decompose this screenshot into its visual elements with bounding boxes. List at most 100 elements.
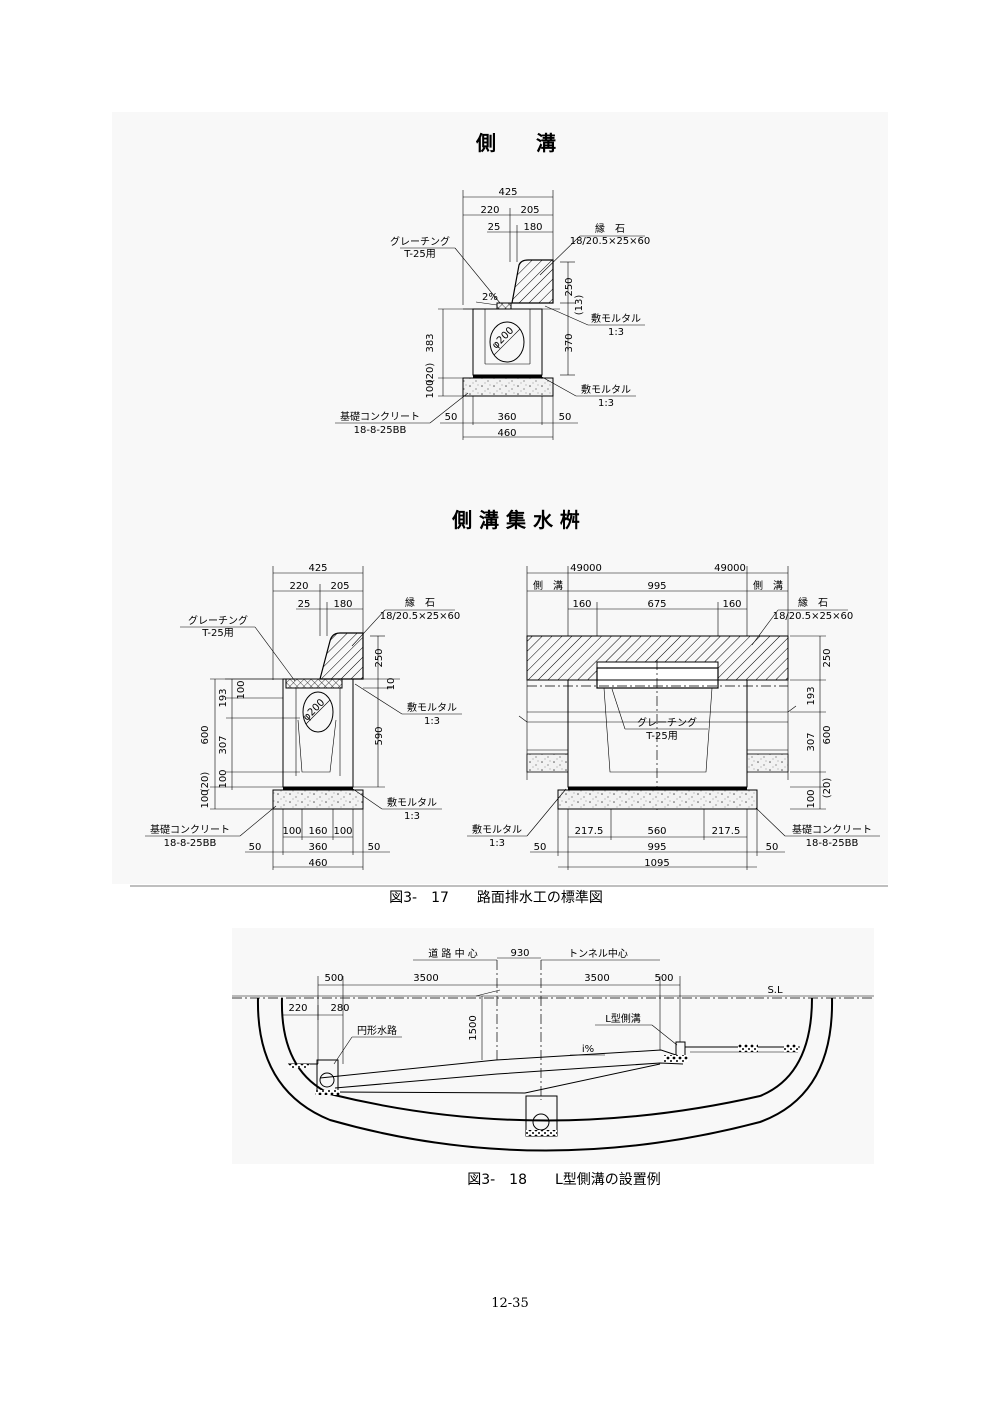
dim-180: 180 bbox=[523, 222, 542, 233]
label2-base: 基礎コンクリート bbox=[150, 823, 230, 836]
dim-370: 370 bbox=[564, 333, 575, 352]
dim2-590: 590 bbox=[374, 726, 385, 745]
dim2-100b: 100 bbox=[218, 769, 229, 788]
label3-gutter-left: 側 溝 bbox=[533, 579, 563, 592]
dim3-160b: 160 bbox=[722, 599, 741, 610]
dim-205: 205 bbox=[520, 205, 539, 216]
label3-gutter-right: 側 溝 bbox=[753, 579, 783, 592]
dim4-500a: 500 bbox=[324, 973, 343, 984]
label2-base-spec: 18-8-25BB bbox=[164, 838, 217, 849]
label-road-center: 道 路 中 心 bbox=[428, 947, 478, 960]
dim3-160a: 160 bbox=[572, 599, 591, 610]
dim2-250: 250 bbox=[374, 648, 385, 667]
dim-250: 250 bbox=[564, 277, 575, 296]
dim2-25: 25 bbox=[298, 599, 311, 610]
label-mortar-1: 敷モルタル bbox=[591, 312, 641, 325]
label2-mortar-1: 敷モルタル bbox=[407, 701, 457, 714]
dim3-49000b: 49000 bbox=[714, 563, 746, 574]
dim2-205: 205 bbox=[330, 581, 349, 592]
dim4-220: 220 bbox=[288, 1003, 307, 1014]
label-curb: 縁 石 bbox=[595, 222, 625, 235]
figure2-longitudinal-section: 49000 49000 側 溝 995 側 溝 160 675 160 bbox=[467, 563, 880, 870]
label-base-spec: 18-8-25BB bbox=[354, 425, 407, 436]
pipe-circle bbox=[489, 321, 525, 363]
dim2-180: 180 bbox=[333, 599, 352, 610]
dim-100: 100 bbox=[425, 379, 436, 398]
dim3-250: 250 bbox=[822, 648, 833, 667]
label-circular-drain: 円形水路 bbox=[357, 1024, 397, 1037]
dim3-b50b: 50 bbox=[766, 842, 779, 853]
dim3-217b: 217.5 bbox=[712, 826, 741, 837]
label-mortar-1-ratio: 1:3 bbox=[608, 327, 624, 338]
base-concrete-3 bbox=[557, 789, 758, 810]
label-tunnel-center: トンネル中心 bbox=[568, 947, 628, 960]
label-base: 基礎コンクリート bbox=[340, 410, 420, 423]
label2-grating-spec: T-25用 bbox=[201, 628, 234, 639]
label-slope: i% bbox=[582, 1044, 594, 1055]
dim-460: 460 bbox=[497, 428, 516, 439]
dim2-b160: 160 bbox=[308, 826, 327, 837]
curb-stone bbox=[511, 259, 554, 304]
dim-25: 25 bbox=[488, 222, 501, 233]
dim4-3500b: 3500 bbox=[584, 973, 609, 984]
dim3-193: 193 bbox=[806, 686, 817, 705]
dim-360: 360 bbox=[497, 412, 516, 423]
label2-curb-spec: 18/20.5×25×60 bbox=[380, 611, 461, 622]
dim2-b460: 460 bbox=[308, 858, 327, 869]
label2-mortar-2: 敷モルタル bbox=[387, 796, 437, 809]
dim-20: (20) bbox=[425, 363, 436, 384]
label3-grating-spec: T-25用 bbox=[645, 731, 678, 742]
dim2-100a: 100 bbox=[236, 680, 247, 699]
label2-grating: グレーチング bbox=[188, 614, 248, 627]
dim3-995: 995 bbox=[647, 581, 666, 592]
figure-panel-bottom bbox=[232, 928, 874, 1164]
dim-383: 383 bbox=[425, 333, 436, 352]
dim3-600: 600 bbox=[822, 725, 833, 744]
label3-curb: 縁 石 bbox=[798, 596, 828, 609]
dim2-425: 425 bbox=[308, 563, 327, 574]
curb-stone-2 bbox=[319, 632, 364, 680]
tunnel-outer bbox=[256, 997, 834, 1152]
dim4-500b: 500 bbox=[654, 973, 673, 984]
figure2-catch-basin-section: 425 220 205 25 180 φ200 250 10 590 1 bbox=[145, 563, 462, 870]
base-concrete-2 bbox=[272, 789, 364, 810]
label3-grating: グレーチング bbox=[637, 716, 697, 729]
label2-mortar-1-ratio: 1:3 bbox=[424, 716, 440, 727]
dim-50-right: 50 bbox=[559, 412, 572, 423]
label-mortar-2: 敷モルタル bbox=[581, 383, 631, 396]
section-title-catch-basin: 側 溝 集 水 桝 bbox=[451, 508, 580, 532]
dim2-220: 220 bbox=[289, 581, 308, 592]
figure-caption-1: 図3- 17 路面排水工の標準図 bbox=[389, 890, 603, 906]
label3-mortar-ratio: 1:3 bbox=[489, 838, 505, 849]
dim2-b50a: 50 bbox=[249, 842, 262, 853]
dim3-307: 307 bbox=[806, 732, 817, 751]
label3-base-spec: 18-8-25BB bbox=[806, 838, 859, 849]
dim2-b360: 360 bbox=[308, 842, 327, 853]
figure3-tunnel-section: S.L 500 3500 930 bbox=[232, 947, 874, 1152]
label2-mortar-2-ratio: 1:3 bbox=[404, 811, 420, 822]
label-curb-spec: 18/20.5×25×60 bbox=[570, 236, 651, 247]
label-mortar-2-ratio: 1:3 bbox=[598, 398, 614, 409]
base-concrete bbox=[462, 377, 554, 397]
dim4-930: 930 bbox=[510, 948, 529, 959]
dim4-280: 280 bbox=[330, 1003, 349, 1014]
dim3-b995: 995 bbox=[647, 842, 666, 853]
dim2-10: 10 bbox=[386, 678, 397, 691]
dim2-20: (20) bbox=[200, 772, 211, 793]
dim3-100: 100 bbox=[806, 789, 817, 808]
label2-curb: 縁 石 bbox=[405, 596, 435, 609]
label-grating-spec: T-25用 bbox=[403, 249, 436, 260]
label3-mortar: 敷モルタル bbox=[472, 823, 522, 836]
figure-caption-2: 図3- 18 L型側溝の設置例 bbox=[467, 1172, 661, 1188]
dim2-b100b: 100 bbox=[333, 826, 352, 837]
dim4-1500: 1500 bbox=[468, 1015, 479, 1040]
dim3-217a: 217.5 bbox=[575, 826, 604, 837]
dim2-193: 193 bbox=[218, 688, 229, 707]
dim-220: 220 bbox=[480, 205, 499, 216]
page-number: 12-35 bbox=[491, 1296, 528, 1311]
label3-curb-spec: 18/20.5×25×60 bbox=[773, 611, 854, 622]
dim3-675: 675 bbox=[647, 599, 666, 610]
dim3-20: (20) bbox=[822, 778, 833, 799]
grating-3 bbox=[596, 667, 719, 689]
